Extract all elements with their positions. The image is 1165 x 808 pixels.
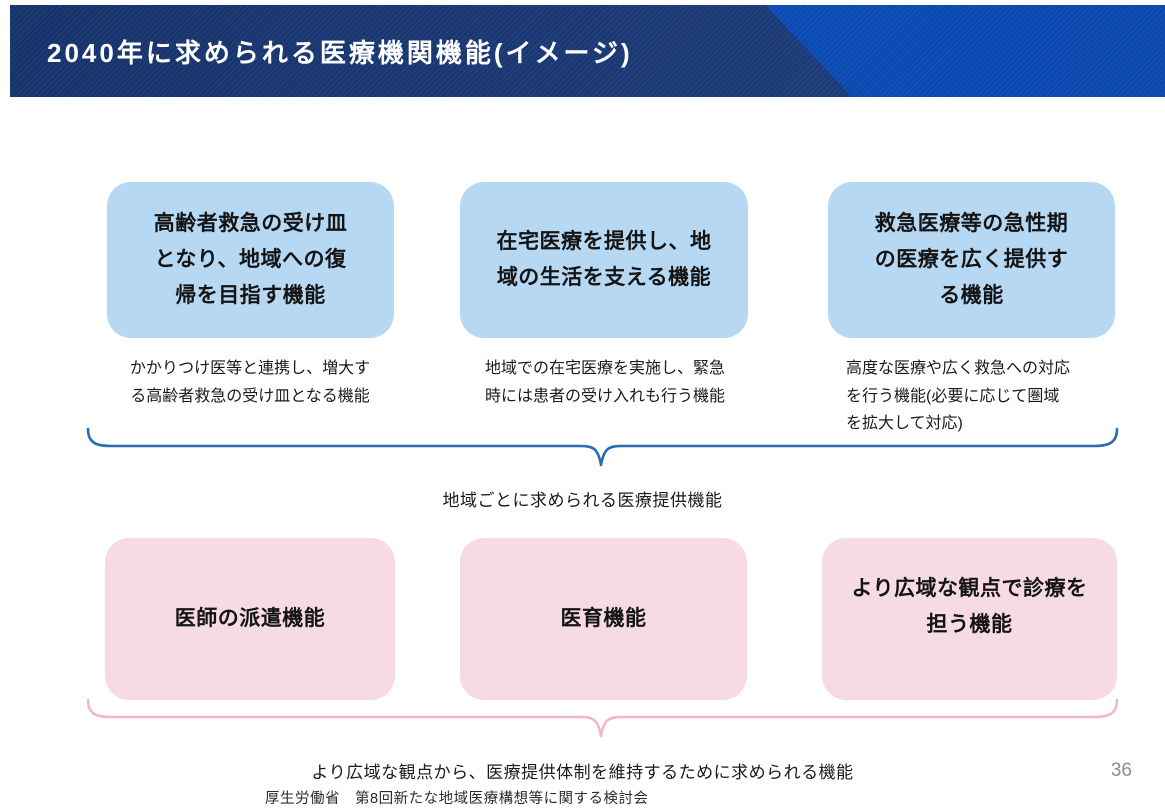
function-box-wide-area-care: より広域な観点で診療を 担う機能: [822, 538, 1117, 700]
description-elderly-emergency: かかりつけ医等と連携し、増大す る高齢者救急の受け皿となる機能: [129, 360, 371, 405]
wide-area-functions-label: より広域な観点から、医療提供体制を維持するために求められる機能: [311, 763, 854, 782]
function-box-acute-care: 救急医療等の急性期 の医療を広く提供す る機能: [828, 182, 1115, 338]
header-dark-wedge: [10, 5, 852, 97]
description-home-care: 地域での在宅医療を実施し、緊急 時には患者の受け入れも行う機能: [484, 360, 725, 405]
header-stripe-texture: [10, 5, 1165, 97]
page-title: 2040年に求められる医療機関機能(イメージ): [47, 37, 633, 68]
blue-brace: [85, 426, 1120, 468]
function-box-doctor-dispatch: 医師の派遣機能: [105, 538, 395, 700]
source-citation: 厚生労働省 第8回新たな地域医療構想等に関する検討会: [265, 791, 649, 807]
pink-brace: [85, 697, 1120, 739]
description-acute-care: 高度な医療や広く救急への対応 を行う機能(必要に応じて圏域 を拡大して対応): [846, 360, 1071, 433]
regional-functions-label: 地域ごとに求められる医療提供機能: [442, 491, 723, 510]
page-number: 36: [1110, 760, 1132, 781]
function-box-home-care: 在宅医療を提供し、地 域の生活を支える機能: [460, 182, 748, 338]
function-box-medical-education: 医育機能: [460, 538, 747, 700]
function-box-elderly-emergency: 高齢者救急の受け皿 となり、地域への復 帰を目指す機能: [107, 182, 394, 338]
header-bar: 2040年に求められる医療機関機能(イメージ): [10, 5, 1165, 97]
